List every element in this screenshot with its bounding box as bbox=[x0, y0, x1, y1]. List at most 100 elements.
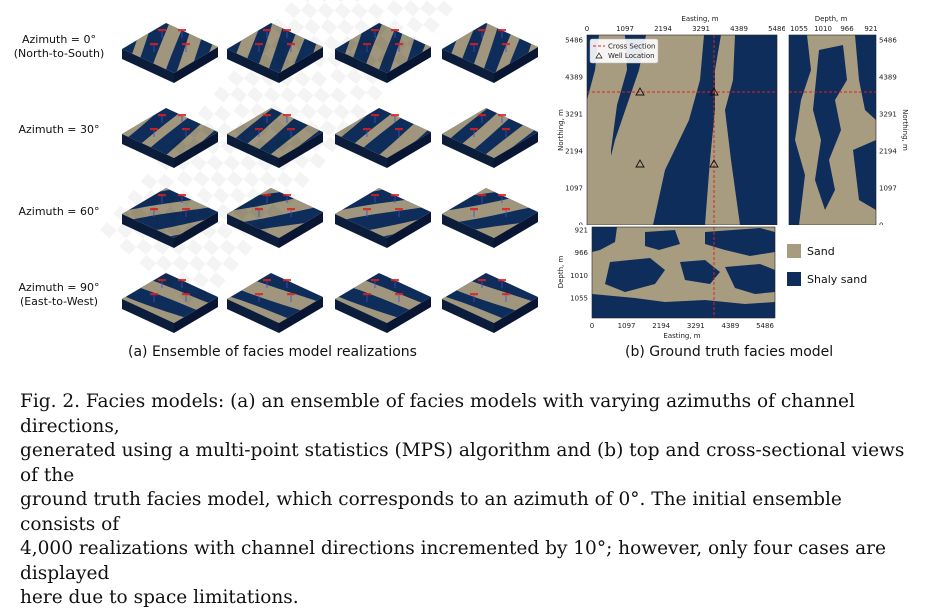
tick-label: 3291 bbox=[879, 111, 897, 119]
block-side bbox=[494, 212, 538, 248]
side-view-yticks: 548643893291219410970 bbox=[879, 37, 897, 226]
well-tag bbox=[283, 29, 291, 32]
row-label-azimuth-90: Azimuth = 90° (East-to-West) bbox=[0, 281, 118, 309]
bottom-view-section bbox=[592, 227, 775, 318]
cross-section-legend-label: Cross Section bbox=[608, 43, 655, 51]
row-label-line: Azimuth = 90° bbox=[18, 281, 100, 294]
well-marker bbox=[635, 159, 645, 168]
tick-label: 1097 bbox=[879, 185, 897, 193]
realization-block bbox=[440, 15, 540, 85]
sand-swatch bbox=[787, 244, 801, 258]
tick-label: 2194 bbox=[654, 25, 672, 33]
well-tag bbox=[158, 194, 166, 197]
shale-body bbox=[813, 45, 847, 210]
row-label-azimuth-30: Azimuth = 30° bbox=[0, 123, 118, 137]
tick-label: 1055 bbox=[790, 25, 808, 33]
realization-block bbox=[225, 100, 325, 170]
well-tag bbox=[178, 279, 186, 282]
tick-label: 2194 bbox=[565, 148, 583, 156]
well-marker bbox=[635, 87, 645, 96]
top-view-xlabel: Easting, m bbox=[681, 15, 718, 23]
block-side bbox=[174, 297, 218, 333]
tick-label: 3291 bbox=[687, 322, 705, 330]
sand-channel bbox=[136, 23, 199, 73]
bottom-view-xlabel: Easting, m bbox=[663, 332, 700, 340]
shale-body bbox=[680, 260, 720, 284]
block-side bbox=[387, 297, 431, 333]
caption-line: 4,000 realizations with channel directio… bbox=[20, 538, 886, 584]
well-tag bbox=[158, 279, 166, 282]
well-tag bbox=[283, 194, 291, 197]
tick-label: 0 bbox=[579, 222, 583, 226]
well-tag bbox=[150, 128, 158, 131]
sand-channel bbox=[335, 282, 431, 323]
well-tag bbox=[255, 43, 263, 46]
well-tag bbox=[182, 293, 190, 296]
block-side bbox=[494, 47, 538, 83]
shale-body bbox=[645, 230, 680, 250]
well-tag bbox=[287, 208, 295, 211]
row-label-line: Azimuth = 60° bbox=[18, 205, 100, 218]
well-tag bbox=[391, 29, 399, 32]
well-tag bbox=[502, 128, 510, 131]
tick-label: 921 bbox=[864, 25, 877, 33]
row-label-line: (East-to-West) bbox=[19, 295, 99, 308]
well-tag bbox=[363, 293, 371, 296]
well-tag bbox=[255, 208, 263, 211]
tick-label: 3291 bbox=[565, 111, 583, 119]
well-tag bbox=[158, 114, 166, 117]
tick-label: 0 bbox=[879, 222, 883, 226]
well-tag bbox=[391, 279, 399, 282]
tick-label: 2194 bbox=[879, 148, 897, 156]
side-view-frame bbox=[788, 34, 877, 225]
block-side bbox=[174, 47, 218, 83]
subcaption-b: (b) Ground truth facies model bbox=[625, 344, 834, 360]
tick-label: 4389 bbox=[565, 74, 583, 82]
shaly-sand-swatch bbox=[787, 272, 801, 286]
sand-channel bbox=[122, 282, 218, 323]
side-view-ylabel: Northing, m bbox=[901, 109, 909, 151]
well-tag bbox=[363, 128, 371, 131]
block-side bbox=[279, 47, 323, 83]
block-side bbox=[335, 214, 387, 248]
block-side bbox=[335, 134, 387, 168]
side-view-section bbox=[789, 35, 876, 225]
well-tag bbox=[470, 293, 478, 296]
shale-body bbox=[592, 294, 775, 318]
block-side bbox=[335, 299, 387, 333]
block-side bbox=[442, 134, 494, 168]
well-tag bbox=[498, 194, 506, 197]
well-tag bbox=[502, 208, 510, 211]
shale-body bbox=[725, 264, 775, 294]
well-tag bbox=[470, 208, 478, 211]
tick-label: 0 bbox=[585, 25, 589, 33]
well-tag bbox=[182, 208, 190, 211]
well-tag bbox=[478, 29, 486, 32]
facies-legend: Sand Shaly sand bbox=[787, 244, 867, 286]
well-marker bbox=[709, 159, 719, 168]
sand-channel bbox=[595, 35, 704, 225]
shale-body bbox=[789, 35, 811, 225]
well-tag bbox=[470, 128, 478, 131]
well-tag bbox=[287, 128, 295, 131]
top-view-map bbox=[587, 35, 777, 225]
well-tag bbox=[502, 293, 510, 296]
well-tag bbox=[371, 29, 379, 32]
block-side bbox=[174, 132, 218, 168]
well-tag bbox=[178, 29, 186, 32]
well-tag bbox=[182, 128, 190, 131]
well-tag bbox=[283, 114, 291, 117]
caption-line: ground truth facies model, which corresp… bbox=[20, 489, 842, 535]
top-view-ylabel: Northing, m bbox=[557, 109, 565, 151]
realization-block bbox=[333, 100, 433, 170]
well-tag bbox=[158, 29, 166, 32]
well-tag bbox=[478, 194, 486, 197]
realization-block bbox=[120, 100, 220, 170]
block-side bbox=[279, 212, 323, 248]
well-tag bbox=[395, 293, 403, 296]
row-label-line: Azimuth = 0° bbox=[21, 33, 97, 46]
tick-label: 5486 bbox=[768, 25, 785, 33]
row-label-azimuth-60: Azimuth = 60° bbox=[0, 205, 118, 219]
